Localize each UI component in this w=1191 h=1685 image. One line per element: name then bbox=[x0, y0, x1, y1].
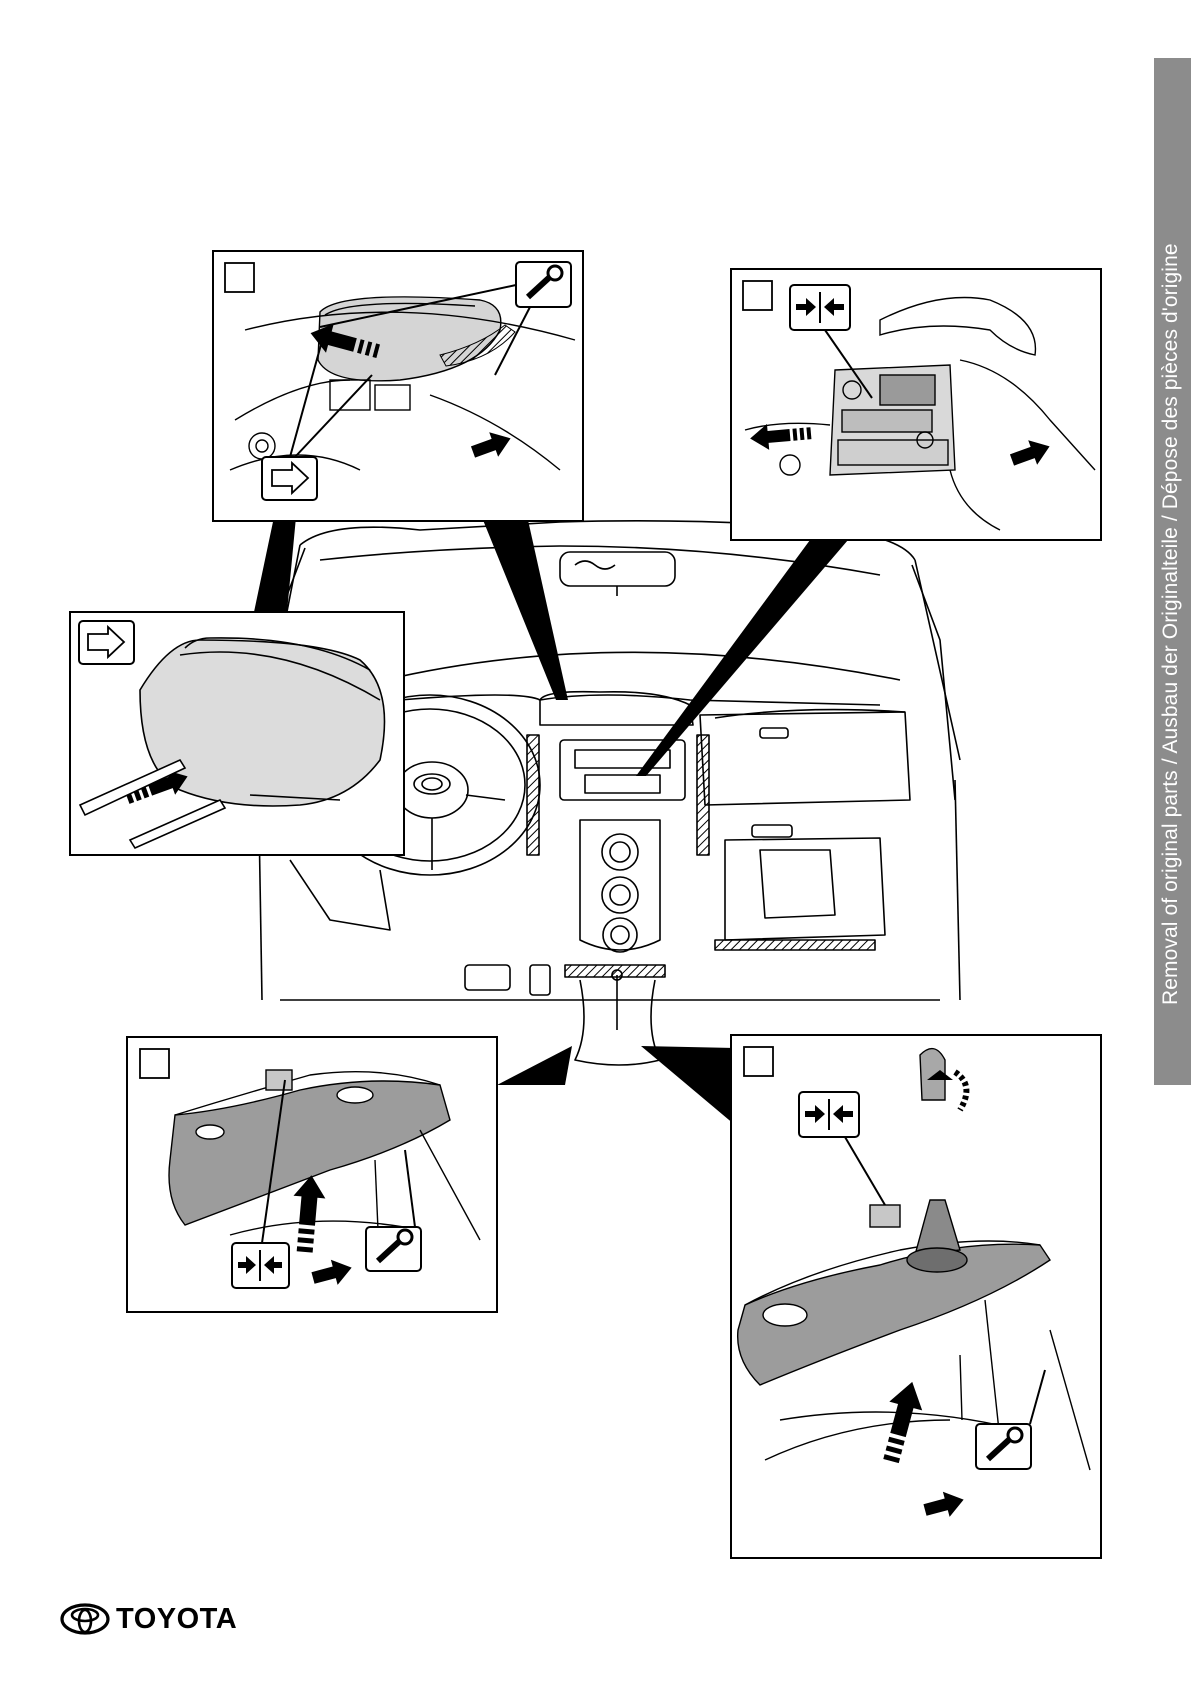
panel-middle-left bbox=[70, 612, 404, 855]
wrench-tool-icon bbox=[366, 1227, 421, 1271]
side-tab-label: Removal of original parts / Ausbau der O… bbox=[1159, 243, 1183, 1005]
outline-arrow-icon bbox=[262, 457, 317, 500]
panel-top-right bbox=[731, 269, 1101, 540]
disconnect-connector-icon bbox=[799, 1092, 859, 1137]
wrench-tool-icon bbox=[976, 1424, 1031, 1469]
disconnect-connector-icon bbox=[790, 285, 850, 330]
toyota-logo: TOYOTA bbox=[60, 1602, 237, 1636]
outline-arrow-icon bbox=[79, 621, 134, 664]
panel-bottom-left bbox=[127, 1037, 497, 1312]
toyota-emblem-icon bbox=[60, 1603, 110, 1635]
panel-bottom-right bbox=[731, 1035, 1101, 1558]
wrench-tool-icon bbox=[516, 262, 571, 307]
panel-top-left bbox=[213, 251, 583, 521]
brand-wordmark: TOYOTA bbox=[116, 1603, 237, 1636]
disconnect-connector-icon bbox=[232, 1243, 289, 1288]
